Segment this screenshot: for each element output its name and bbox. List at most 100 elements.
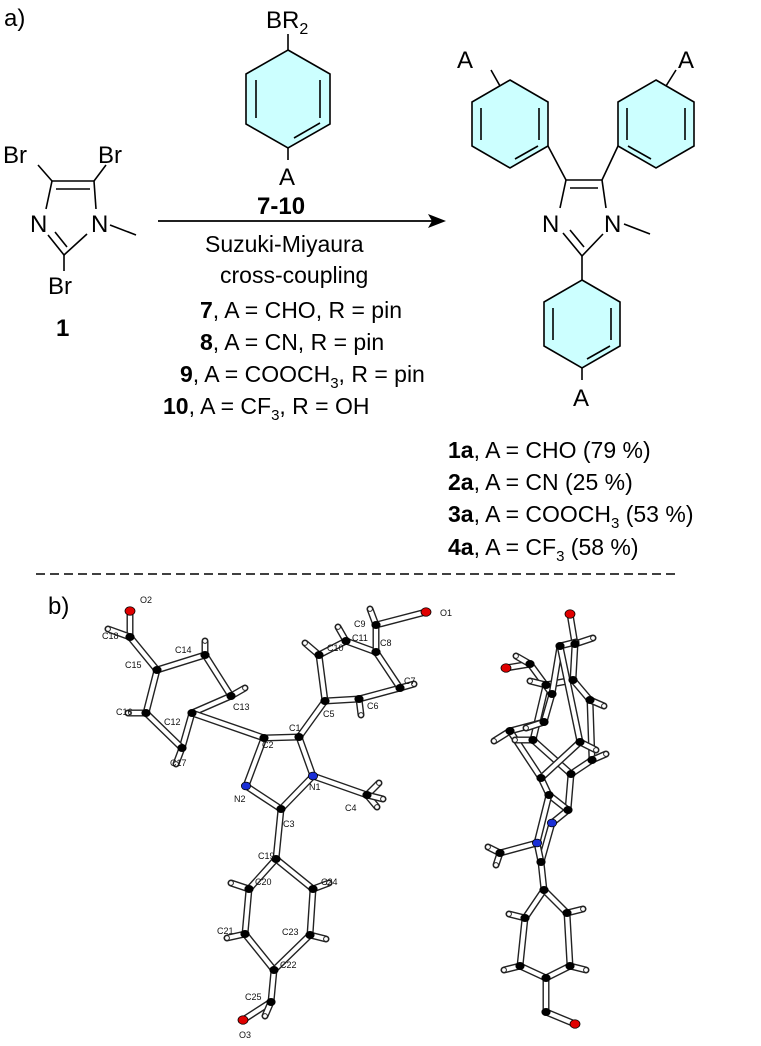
panel-a-label: a) [4,5,25,32]
atom-label-c7: C7 [404,676,416,686]
atom-label-c4: C4 [345,803,357,813]
atom-c3 [276,805,286,813]
bond-sticks [484,610,610,1028]
atom-c19 [271,855,281,863]
product-a-bottom: A [573,385,589,412]
atom-c11 [570,640,580,648]
atom-c1 [294,733,304,741]
atom-o3 [569,1019,581,1029]
atom-label-c24: C24 [321,877,338,887]
atom-c17 [505,727,515,735]
reagent-item-7: 7, A = CHO, R = pin [200,297,402,323]
atom-label-c11: C11 [352,633,368,643]
atom-c6 [587,756,597,764]
atom-c8 [371,648,381,656]
atom-c17 [177,744,187,752]
atom-spheres [124,606,432,1025]
atom-n1 [547,818,558,828]
atom-c14 [555,642,565,650]
reagent-item-9: 9, A = COOCH3, R = pin [180,361,425,392]
atom-c6 [354,695,364,703]
reagent-br-label: BR2 [266,7,308,38]
atom-n2 [240,781,251,791]
atom-c20 [520,914,530,922]
atom-c10 [314,651,324,659]
atom-c2 [259,734,269,742]
atom-c15 [152,666,162,674]
atom-label-c22: C22 [280,960,297,970]
atom-label-c13: C13 [233,702,250,712]
product-n-left: N [542,211,559,238]
atom-label-c1: C1 [289,723,301,733]
atom-c12 [187,709,197,717]
atom-c19 [539,886,549,894]
atom-label-c14: C14 [175,645,192,655]
reagent-item-10: 10, A = CF3, R = OH [163,393,370,424]
atom-label-o2: O2 [140,595,152,605]
atom-c4 [362,791,372,799]
reagent-compound-range: 7-10 [257,193,305,220]
atom-c7 [585,696,595,704]
yield-item-4a: 4a, A = CF3 (58 %) [448,534,639,565]
reagent-structure [245,34,331,160]
n-left-label: N [30,211,47,238]
atom-c21 [515,962,525,970]
atom-c2 [544,791,554,799]
atom-labels: O1O2O3N1N2C1C2C3C4C5C6C7C8C9C10C11C12C13… [102,595,452,1040]
n-right-label: N [91,211,108,238]
reaction-arrow [158,214,446,228]
atom-label-c8: C8 [380,638,392,648]
atom-c24 [562,909,572,917]
atom-label-c10: C10 [327,643,344,653]
atom-n2 [532,838,543,848]
atom-c1 [563,806,573,814]
atom-c23 [565,962,575,970]
atom-n1 [307,771,318,781]
atom-label-c16: C16 [116,707,133,717]
atom-o2 [124,606,136,616]
atom-c14 [200,651,210,659]
atom-o3 [237,1015,249,1025]
atom-c5 [320,697,330,705]
atom-label-c6: C6 [367,701,379,711]
compound-1-structure [37,164,137,271]
atom-c12 [536,774,546,782]
product-n-right: N [604,211,621,238]
atom-label-c18: C18 [102,631,119,641]
compound-1-number: 1 [56,315,69,342]
br-top-right-label: Br [98,142,122,169]
atom-c24 [308,885,318,893]
atom-c22 [541,974,551,982]
atom-label-c3: C3 [283,819,295,829]
atom-o1 [564,609,576,619]
atom-c25 [541,1008,551,1016]
atom-o1 [420,607,432,617]
atom-c5 [566,770,576,778]
atom-label-c23: C23 [282,927,299,937]
atom-c13 [226,692,236,700]
atom-label-c17: C17 [170,758,187,768]
reagent-a-label: A [279,164,295,191]
atom-c23 [305,931,315,939]
atom-label-c21: C21 [217,926,234,936]
atom-label-o3: O3 [239,1030,251,1040]
atom-label-n2: N2 [234,794,246,804]
panel-b-label: b) [48,593,69,620]
crystal-structure-side-view [484,609,610,1029]
atom-label-c25: C25 [245,992,262,1002]
atom-label-o1: O1 [440,608,452,618]
reagent-list: 7, A = CHO, R = pin 8, A = CN, R = pin 9… [163,297,425,424]
product-a-top-right: A [678,47,694,74]
atom-spheres [495,609,597,1029]
atom-c16 [141,709,151,717]
atom-c18 [125,633,135,641]
yield-item-1a: 1a, A = CHO (79 %) [448,437,651,463]
atom-c13 [575,738,585,746]
atom-c11 [371,621,381,629]
yield-item-2a: 2a, A = CN (25 %) [448,469,633,495]
yield-list: 1a, A = CHO (79 %) 2a, A = CN (25 %) 3a,… [448,437,693,565]
product-a-top-left: A [457,47,473,74]
atom-label-c15: C15 [125,660,142,670]
atom-c25 [266,998,276,1006]
